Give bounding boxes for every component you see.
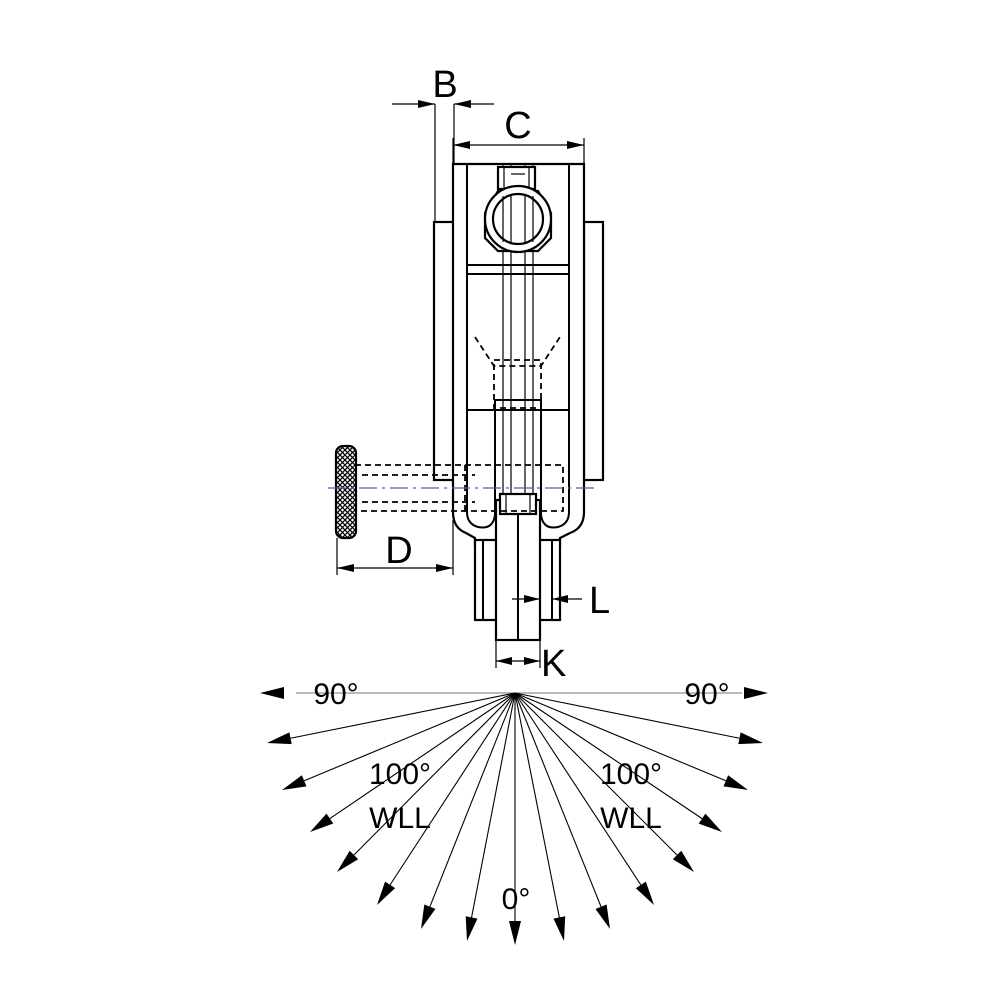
dim-d-label: D (385, 530, 412, 572)
load-ray-arrowhead (723, 775, 748, 790)
dim-c-arrow-left (453, 141, 470, 149)
angle-90-left-label: 90° (313, 678, 358, 711)
load-ray (290, 692, 516, 739)
angle-100-left-label: 100° (369, 758, 431, 791)
load-ray-arrowhead (595, 904, 610, 929)
dim-k-arrow-left (496, 657, 512, 665)
load-ray-arrowhead (421, 904, 436, 929)
load-ray-arrowhead (267, 732, 292, 745)
load-ray (514, 692, 703, 820)
dimension-k: K (495, 640, 566, 685)
load-ray (303, 692, 516, 782)
dim-c-label: C (504, 105, 531, 147)
load-ray (514, 692, 560, 918)
load-ray-arrowhead (260, 687, 284, 699)
dim-l-label: L (589, 580, 610, 622)
dim-d-arrow-left (337, 564, 354, 572)
load-ray (329, 692, 516, 819)
load-ray-arrowhead (377, 881, 396, 905)
load-ray-arrowhead (509, 921, 521, 945)
load-ray (389, 692, 516, 886)
dim-l-arrow-right (552, 595, 568, 603)
pivot-bolt-inner-ring (491, 192, 545, 246)
bottom-stud-nut (498, 492, 538, 516)
load-ray-arrowhead (465, 916, 478, 941)
load-ray (514, 692, 602, 907)
dim-k-label: K (541, 643, 566, 685)
angle-0-label: 0° (502, 883, 531, 916)
dim-b-label: B (432, 64, 457, 106)
load-direction-rays (260, 687, 768, 945)
load-ray-arrowhead (738, 732, 763, 745)
dimension-c: C (452, 105, 585, 164)
dim-l-arrow-left (524, 595, 540, 603)
dim-d-arrow-right (436, 564, 453, 572)
load-ray-arrowhead (337, 850, 359, 872)
load-ray (514, 692, 642, 886)
body-inner-slot (466, 164, 570, 529)
load-ray (429, 692, 516, 907)
load-ray (471, 692, 516, 918)
angle-100-right-label: 100° (600, 758, 662, 791)
load-ray-arrowhead (744, 687, 768, 699)
wll-right-label: WLL (600, 802, 662, 835)
load-ray (514, 692, 678, 856)
load-ray (353, 692, 516, 856)
load-ray-arrowhead (672, 850, 694, 872)
dim-c-arrow-right (567, 141, 584, 149)
dim-b-arrow-right (454, 100, 471, 108)
dimension-b: B (392, 64, 494, 222)
load-ray-arrowhead (310, 813, 334, 832)
load-ray (514, 692, 740, 739)
left-side-plate (432, 220, 456, 482)
knurled-knob (334, 444, 358, 540)
dimension-d: D (336, 520, 454, 575)
load-ray-arrowhead (553, 916, 566, 941)
dimension-l: L (512, 580, 610, 622)
load-angle-fan (260, 687, 768, 945)
wll-left-label: WLL (369, 802, 431, 835)
dim-k-arrow-right (524, 657, 540, 665)
dim-b-arrow-left (418, 100, 435, 108)
angle-90-right-label: 90° (684, 678, 729, 711)
angle-labels: 90° 90° 100° WLL 100° WLL 0° (313, 678, 729, 916)
load-ray-arrowhead (635, 881, 654, 905)
load-ray-arrowhead (282, 775, 307, 790)
hidden-bore (493, 359, 542, 409)
swivel-assembly (328, 162, 605, 642)
load-ray-arrowhead (698, 813, 722, 832)
right-side-plate (582, 220, 605, 482)
load-ray (514, 692, 727, 782)
